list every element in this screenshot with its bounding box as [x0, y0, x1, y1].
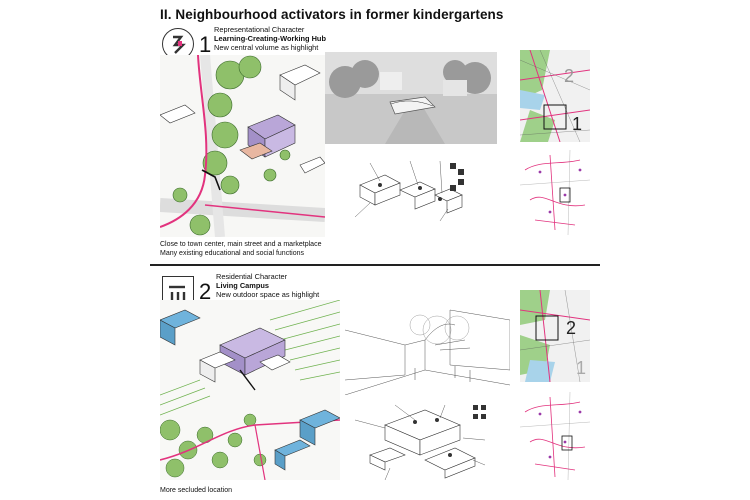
- section-2-function-diagram: [354, 404, 486, 481]
- section-1-number: 1: [199, 32, 212, 57]
- page-title: II. Neighbourhood activators in former k…: [160, 7, 504, 22]
- section-2-map-label-2: 2: [566, 318, 576, 338]
- section-2-number: 2: [199, 279, 212, 304]
- section-1-map-label-2: 2: [564, 66, 574, 86]
- section-1-axonometric-drawing: [160, 55, 325, 237]
- section-1-highlight: New central volume as highlight: [214, 43, 319, 52]
- section-1-note-1: Close to town center, main street and a …: [160, 241, 322, 248]
- section-1-location-map: 2 1: [520, 50, 590, 142]
- section-1-note-2: Many existing educational and social fun…: [160, 250, 304, 257]
- section-1-street-photo: [325, 52, 497, 144]
- section-2-district-map: [520, 392, 590, 480]
- section-1-function-diagram: [354, 160, 464, 222]
- section-divider: [150, 264, 600, 266]
- section-2-location-map: 2 1: [520, 290, 590, 382]
- section-2-character: Residential Character: [216, 272, 288, 281]
- section-2-highlight: New outdoor space as highlight: [216, 290, 320, 299]
- section-2-note-1: More secluded location: [160, 487, 232, 494]
- section-2-axonometric-drawing: [160, 300, 340, 480]
- section-2-map-label-1: 1: [576, 358, 586, 378]
- section-1-name: Learning-Creating-Working Hub: [214, 34, 326, 43]
- section-1-map-label-1: 1: [572, 114, 582, 134]
- section-2-street-sketch: [345, 300, 510, 395]
- section-1-district-map: [520, 150, 590, 235]
- section-2-name: Living Campus: [216, 281, 269, 290]
- section-1-character: Representational Character: [214, 25, 305, 34]
